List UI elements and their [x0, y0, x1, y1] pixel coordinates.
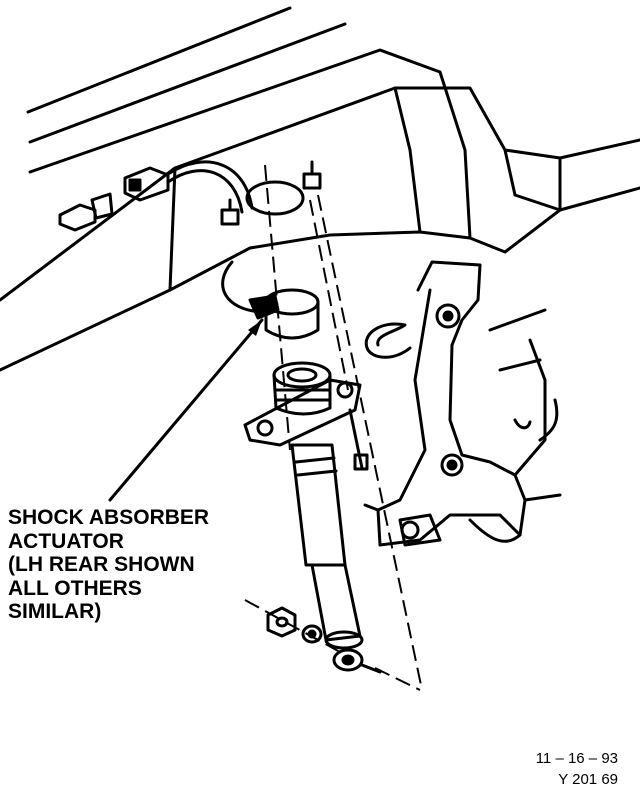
callout-leader-line [108, 318, 264, 502]
assembly-lines [244, 164, 423, 691]
figure-reference-stamp: 11 – 16 – 93 Y 201 69 [536, 748, 618, 790]
callout-line-2: ACTUATOR [8, 529, 124, 553]
mount-studs [220, 160, 322, 226]
wiring-connector [58, 160, 254, 232]
callout-line-1: SHOCK ABSORBER [8, 506, 210, 529]
suspension-knuckle [363, 260, 562, 547]
actuator [221, 260, 320, 340]
figure-date: 11 – 16 – 93 [535, 750, 618, 767]
retaining-clip [364, 322, 412, 359]
callout-line-5: SIMILAR) [8, 600, 102, 623]
shock-absorber [243, 361, 382, 674]
component-callout-label: SHOCK ABSORBER ACTUATOR (LH REAR SHOWN A… [8, 506, 209, 624]
callout-line-3: (LH REAR SHOWN [8, 553, 195, 576]
callout-line-4: ALL OTHERS [8, 576, 142, 600]
body-frame [0, 6, 640, 372]
figure-code: Y 201 69 [558, 771, 618, 788]
